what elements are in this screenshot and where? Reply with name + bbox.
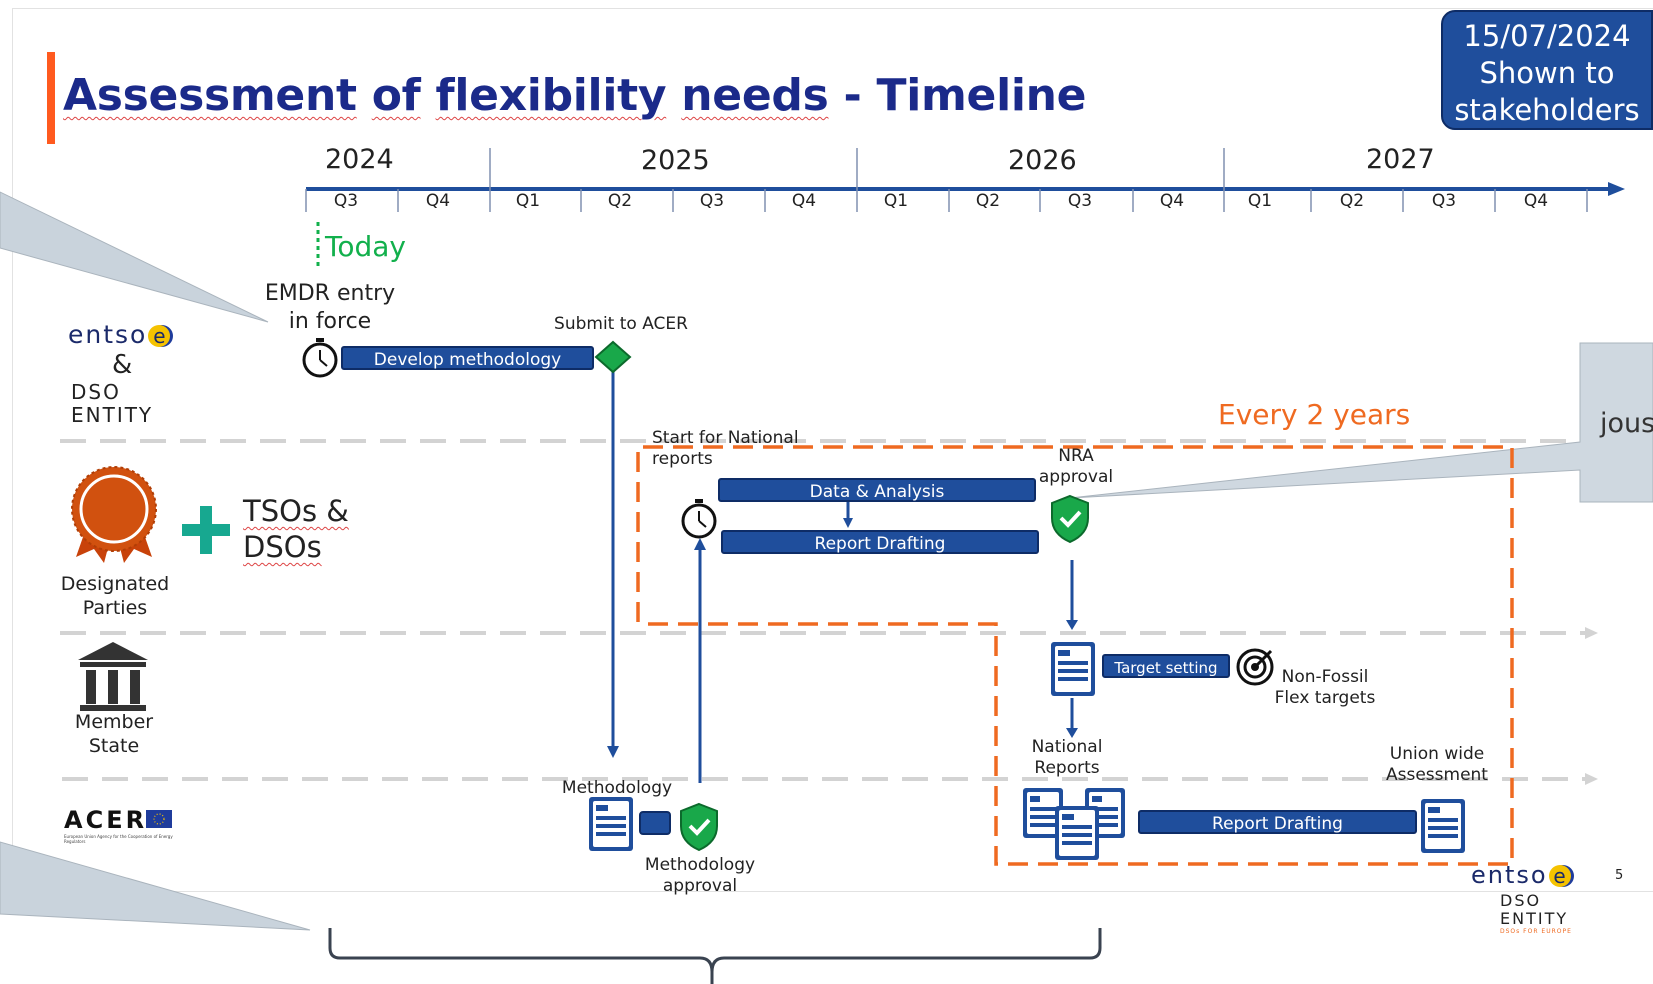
shield-check-icon [1051, 494, 1089, 544]
right-callout-text: jous [1600, 408, 1653, 439]
quarter-label: Q2 [607, 191, 633, 211]
rosette-icon [71, 466, 157, 563]
quarter-label: Q4 [425, 191, 451, 211]
tsos-dsos-label: TSOs &DSOs [243, 494, 349, 564]
year-2026: 2026 [1008, 145, 1077, 176]
target-setting-bar: Target setting [1102, 654, 1230, 678]
quarter-label: Q4 [1523, 191, 1549, 211]
stamp-line2: Shown to [1479, 56, 1615, 90]
methodology-label: Methodology [561, 778, 673, 798]
footer-dso-tag: DSOs FOR EUROPE [1500, 928, 1572, 935]
year-2024: 2024 [325, 144, 394, 175]
acer-logo: ACER [64, 806, 148, 834]
data-analysis-bar: Data & Analysis [718, 478, 1036, 502]
acer-subtitle: European Union Agency for the Cooperatio… [64, 834, 173, 844]
title-accent-bar [47, 52, 55, 144]
quarter-label: Q3 [1431, 191, 1457, 211]
stamp-date: 15/07/2024 [1463, 19, 1631, 53]
every-2-years-label: Every 2 years [1218, 398, 1411, 431]
document-icon [1055, 806, 1099, 860]
document-icon [1051, 642, 1095, 696]
quarter-label: Q1 [883, 191, 909, 211]
bottom-bracket [328, 928, 1102, 984]
document-icon [589, 797, 633, 851]
footer-dso-top: DSO [1500, 891, 1542, 910]
submit-milestone-icon [594, 340, 632, 374]
plus-icon [182, 506, 230, 554]
stamp-line3: stakeholders [1454, 93, 1640, 127]
stopwatch-icon [302, 338, 338, 378]
quarter-label: Q2 [1339, 191, 1365, 211]
quarter-label: Q4 [1159, 191, 1185, 211]
status-stamp: 15/07/2024 Shown to stakeholders [1441, 10, 1653, 130]
develop-methodology-bar: Develop methodology [341, 346, 594, 370]
quarter-label: Q1 [515, 191, 541, 211]
year-2025: 2025 [641, 145, 710, 176]
left-callout-bottom [0, 841, 311, 931]
dso-logo-top: DSO [71, 380, 121, 404]
page-number: 5 [1615, 868, 1624, 883]
today-label: Today [325, 230, 406, 263]
quarter-label: Q1 [1247, 191, 1273, 211]
document-icon [1023, 788, 1063, 838]
stopwatch-icon [681, 499, 717, 539]
report-drafting-bar: Report Drafting [721, 530, 1039, 554]
quarter-label: Q3 [1067, 191, 1093, 211]
quarter-label: Q4 [791, 191, 817, 211]
dso-logo-bottom: ENTITY [71, 403, 154, 427]
biennial-cycle-box [636, 445, 1514, 866]
shield-check-icon [680, 802, 718, 852]
eu-flag-icon [146, 810, 172, 828]
submit-label: Submit to ACER [554, 314, 688, 334]
left-callout-top [0, 191, 269, 323]
slide [12, 8, 1653, 892]
quarter-label: Q3 [699, 191, 725, 211]
connector-block [639, 811, 671, 835]
axis-arrow-icon [1608, 182, 1625, 196]
government-building-icon [78, 642, 148, 711]
page-title: Assessment of flexibility needs - Timeli… [63, 70, 1087, 121]
union-report-drafting-bar: Report Drafting [1138, 810, 1417, 834]
footer-dso-bottom: ENTITY [1500, 909, 1569, 928]
document-icon [1421, 799, 1465, 853]
year-2027: 2027 [1366, 144, 1435, 175]
ampersand: & [112, 350, 133, 380]
target-icon [1236, 648, 1274, 686]
quarter-label: Q2 [975, 191, 1001, 211]
quarter-label: Q3 [333, 191, 359, 211]
right-callout [1069, 342, 1653, 503]
